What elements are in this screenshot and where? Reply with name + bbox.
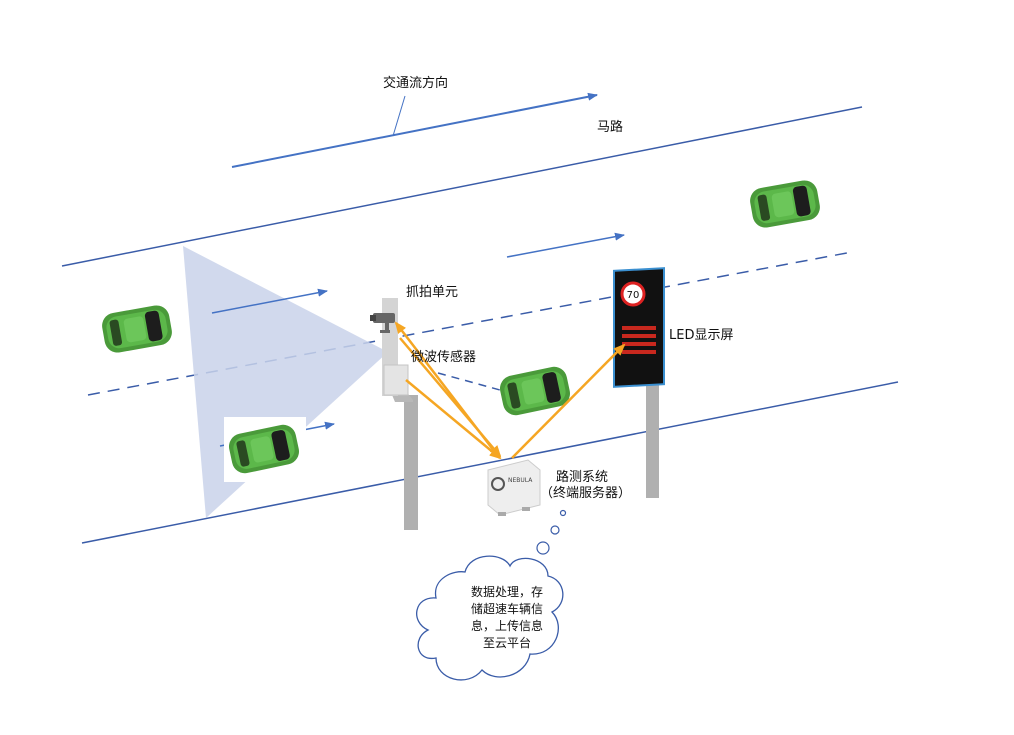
cloud-text-line: 储超速车辆信	[470, 602, 543, 616]
car-icon	[748, 178, 822, 230]
sensor-beam-dashed	[437, 372, 501, 391]
capture-unit-label: 抓拍单元	[406, 285, 459, 300]
led-screen-label: LED显示屏	[669, 328, 734, 343]
road-edge-top	[61, 106, 863, 267]
cloud-text-line: 数据处理，存	[470, 585, 543, 599]
led-display-screen: 70	[613, 267, 665, 388]
microwave-sensor-icon	[383, 364, 409, 396]
lane-arrow-2	[211, 288, 328, 314]
cloud-bubble	[416, 509, 567, 681]
cloud-text-line: 至云平台	[482, 636, 531, 650]
traffic-direction-leader	[392, 95, 406, 137]
server-icon: NEBULA	[487, 459, 541, 516]
road-label: 马路	[597, 120, 624, 135]
terminal-server-label: （终端服务器）	[540, 486, 632, 501]
lane-arrow-1	[506, 232, 625, 258]
road-edge-bottom	[81, 381, 899, 544]
traffic-direction-arrow	[231, 92, 598, 168]
camera-icon	[370, 313, 395, 333]
car-icon	[100, 303, 174, 355]
signal-arrow-sensor-server-a	[399, 337, 502, 458]
traffic-direction-label: 交通流方向	[383, 76, 449, 91]
roadside-system-label: 路测系统	[556, 470, 609, 485]
signal-arrow-sensor-server-b	[405, 379, 502, 460]
server-brand-label: NEBULA	[508, 477, 533, 484]
led-pole	[646, 382, 659, 498]
cloud-text: 数据处理，存 储超速车辆信 息，上传信息 至云平台	[452, 584, 562, 652]
microwave-sensor-label: 微波传感器	[411, 350, 477, 365]
speed-limit-sign: 70	[627, 290, 640, 301]
signal-arrow-server-led	[511, 343, 626, 459]
cloud-text-line: 息，上传信息	[470, 619, 543, 633]
